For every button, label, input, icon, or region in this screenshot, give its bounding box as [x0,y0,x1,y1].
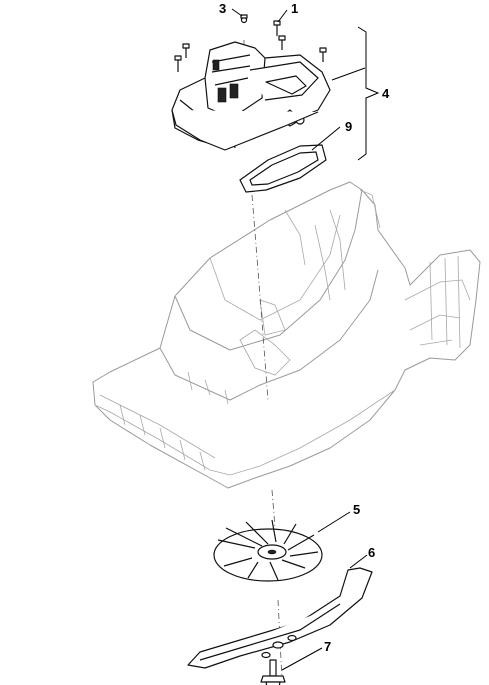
motor-housing [171,41,331,151]
callout-1: 1 [291,1,298,16]
callout-6: 6 [368,545,375,560]
housing-screws [174,14,327,72]
callout-9: 9 [345,119,352,134]
cooling-fan [213,519,323,582]
leader-lines [231,8,380,671]
callout-7: 7 [324,639,331,654]
screw-item-3 [240,14,248,24]
screw [319,47,327,62]
screw [174,55,182,72]
drive-belt [239,144,327,193]
screw [182,43,190,58]
callout-3: 3 [219,1,226,16]
callout-5: 5 [353,502,360,517]
cutting-blade [187,567,373,669]
screw-item-1 [273,20,281,36]
screw [278,35,286,50]
mower-deck [92,181,481,489]
blade-bolt [260,659,286,685]
callout-4: 4 [382,86,390,101]
